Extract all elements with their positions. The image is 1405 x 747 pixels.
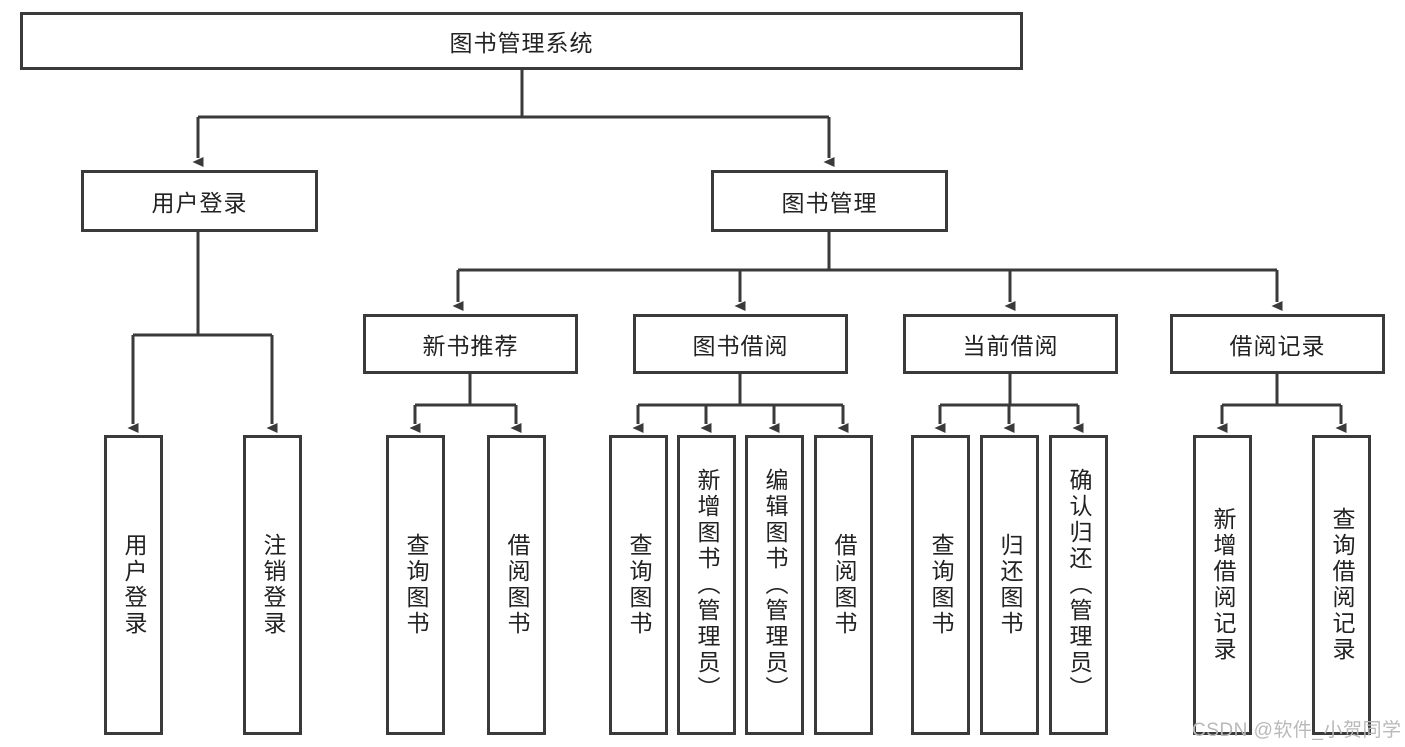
leaf-edit-book[interactable]: 编辑图书（管理员）	[745, 435, 804, 735]
node-borrow-record[interactable]: 借阅记录	[1170, 314, 1385, 374]
watermark: CSDN @软件_小贺同学	[1192, 720, 1402, 741]
leaf-add-book[interactable]: 新增图书（管理员）	[677, 435, 736, 735]
leaf-query-book-3-label: 查询图书	[928, 533, 954, 637]
node-borrow-record-label: 借阅记录	[1229, 333, 1326, 359]
leaf-confirm-return[interactable]: 确认归还（管理员）	[1049, 435, 1108, 735]
leaf-return-book-label: 归还图书	[997, 533, 1023, 637]
leaf-borrow-book-1[interactable]: 借阅图书	[487, 435, 546, 735]
node-root-label: 图书管理系统	[449, 30, 594, 56]
leaf-query-book-2-label: 查询图书	[626, 533, 652, 637]
node-user-login-label: 用户登录	[151, 190, 248, 216]
leaf-query-book-1[interactable]: 查询图书	[386, 435, 445, 735]
node-book-borrow[interactable]: 图书借阅	[633, 314, 848, 374]
leaf-user-logout[interactable]: 注销登录	[243, 435, 302, 735]
leaf-add-record[interactable]: 新增借阅记录	[1193, 435, 1252, 735]
leaf-user-logout-label: 注销登录	[260, 533, 286, 637]
leaf-user-login-label: 用户登录	[121, 533, 147, 637]
node-book-borrow-label: 图书借阅	[692, 333, 789, 359]
leaf-query-book-2[interactable]: 查询图书	[609, 435, 668, 735]
leaf-user-login[interactable]: 用户登录	[104, 435, 163, 735]
node-book-manage[interactable]: 图书管理	[711, 170, 948, 232]
leaf-add-record-label: 新增借阅记录	[1210, 507, 1236, 663]
node-current-borrow[interactable]: 当前借阅	[903, 314, 1118, 374]
leaf-query-book-1-label: 查询图书	[403, 533, 429, 637]
leaf-borrow-book-1-label: 借阅图书	[504, 533, 530, 637]
node-current-borrow-label: 当前借阅	[962, 333, 1059, 359]
leaf-borrow-book-2-label: 借阅图书	[831, 533, 857, 637]
leaf-borrow-book-2[interactable]: 借阅图书	[814, 435, 873, 735]
leaf-return-book[interactable]: 归还图书	[980, 435, 1039, 735]
node-new-book-recommend[interactable]: 新书推荐	[363, 314, 578, 374]
node-user-login[interactable]: 用户登录	[81, 170, 318, 232]
leaf-add-book-label: 新增图书（管理员）	[694, 468, 720, 702]
node-root[interactable]: 图书管理系统	[20, 12, 1023, 70]
leaf-edit-book-label: 编辑图书（管理员）	[762, 468, 788, 702]
node-book-manage-label: 图书管理	[781, 190, 878, 216]
leaf-query-book-3[interactable]: 查询图书	[911, 435, 970, 735]
leaf-query-record[interactable]: 查询借阅记录	[1312, 435, 1371, 735]
leaf-confirm-return-label: 确认归还（管理员）	[1066, 468, 1092, 702]
node-new-book-recommend-label: 新书推荐	[422, 333, 519, 359]
leaf-query-record-label: 查询借阅记录	[1329, 507, 1355, 663]
